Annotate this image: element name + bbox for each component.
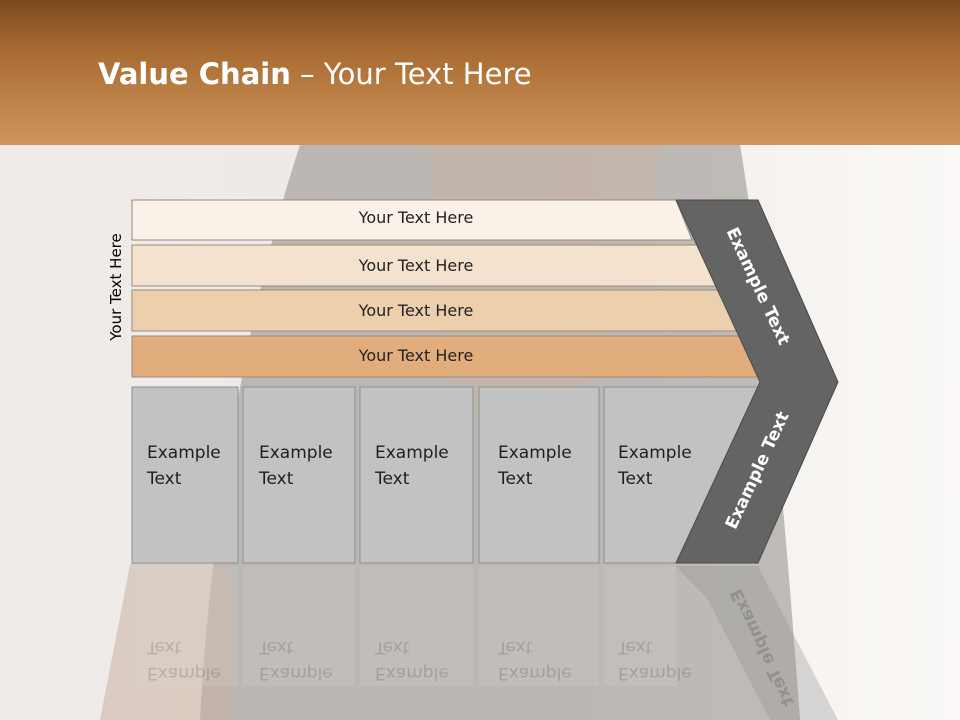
box-label-5-line2: Text xyxy=(618,469,653,489)
chevron-arrow xyxy=(675,199,839,564)
box-reflection-1: Example Text xyxy=(147,634,221,686)
box-label-2-line2: Text xyxy=(259,469,294,489)
box-reflection-5: Example Text xyxy=(618,634,692,686)
box-reflection-4-line2: Text xyxy=(498,637,533,657)
box-reflection-3-line2: Text xyxy=(375,637,410,657)
bar-label-2: Your Text Here xyxy=(358,256,474,275)
bar-label-1: Your Text Here xyxy=(358,208,474,227)
bar-label-3: Your Text Here xyxy=(358,301,474,320)
header-band xyxy=(0,0,960,145)
box-reflection-3: Example Text xyxy=(375,634,449,686)
activity-box-3 xyxy=(359,386,474,564)
box-label-3-line1: Example xyxy=(375,443,449,463)
activity-box-2 xyxy=(242,386,356,564)
box-label-5-line1: Example xyxy=(618,443,692,463)
activity-box-4 xyxy=(478,386,600,564)
box-label-4-line1: Example xyxy=(498,443,572,463)
box-reflection-2-line2: Text xyxy=(259,637,294,657)
activity-box-1 xyxy=(131,386,239,564)
box-label-2-line1: Example xyxy=(259,443,333,463)
chevron-reflection xyxy=(676,566,838,720)
shoulder-shape xyxy=(100,534,230,720)
title-rest: – Your Text Here xyxy=(290,57,532,91)
box-label-1-line1: Example xyxy=(147,443,221,463)
box-reflection-4-line1: Example xyxy=(498,663,572,683)
box-reflection-3-line1: Example xyxy=(375,663,449,683)
title-bold: Value Chain xyxy=(98,57,291,91)
box-label-3-line2: Text xyxy=(375,469,410,489)
box-label-1-line2: Text xyxy=(147,469,182,489)
box-reflection-1-line2: Text xyxy=(147,637,182,657)
box-reflection-2-line1: Example xyxy=(259,663,333,683)
value-bar-1 xyxy=(131,199,693,241)
box-reflection-2: Example Text xyxy=(259,634,333,686)
box-reflection-5-line2: Text xyxy=(618,637,653,657)
slide-title: Value Chain – Your Text Here xyxy=(98,52,532,96)
box-reflection-1-line1: Example xyxy=(147,663,221,683)
box-reflection-4: Example Text xyxy=(498,634,572,686)
reflection xyxy=(132,566,676,686)
bar-label-4: Your Text Here xyxy=(358,346,474,365)
box-label-4-line2: Text xyxy=(498,469,533,489)
box-reflection-5-line1: Example xyxy=(618,663,692,683)
